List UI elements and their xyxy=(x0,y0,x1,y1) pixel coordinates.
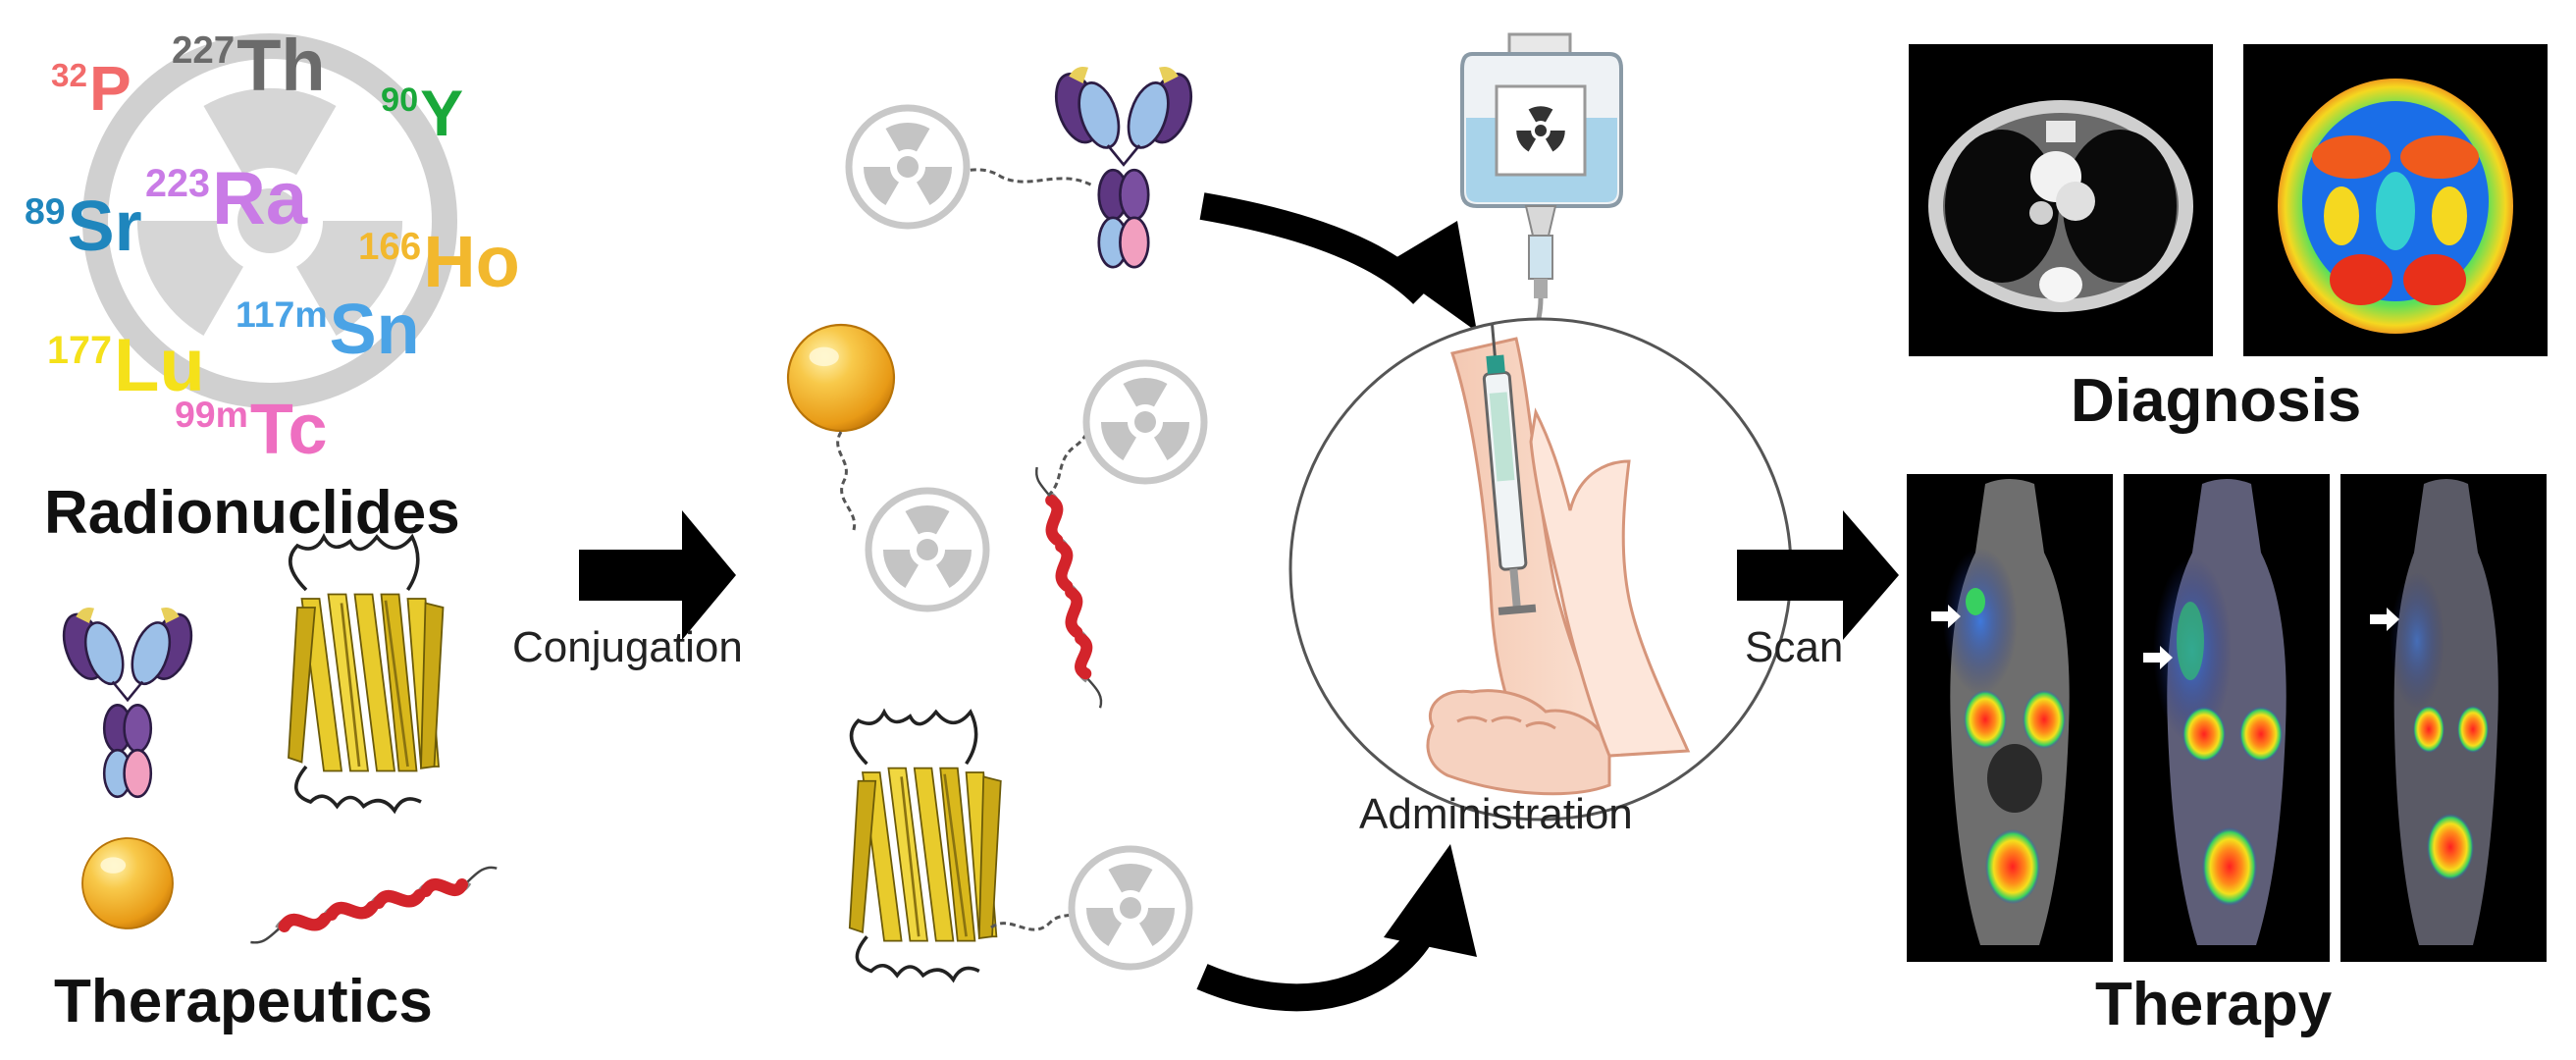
conjugate-helix-radiation-icon xyxy=(1086,363,1204,481)
therapeutics-title: Therapeutics xyxy=(54,968,433,1035)
ct-scan-image xyxy=(1909,44,2213,356)
conjugate-nanoparticle-radiation-icon xyxy=(868,491,986,609)
curved-arrow-bottom-icon xyxy=(1196,844,1477,1012)
therapy-title: Therapy xyxy=(2095,971,2333,1038)
conjugate-beta-barrel-radiation-icon xyxy=(1072,849,1189,967)
therapy-scan-image-1 xyxy=(1907,474,2113,962)
diagnosis-title: Diagnosis xyxy=(2071,367,2362,435)
pet-scan-image xyxy=(2243,44,2548,356)
scan-label: Scan xyxy=(1745,623,1844,671)
administration-label: Administration xyxy=(1359,790,1633,838)
isotope-label-y90: 90Y xyxy=(381,77,464,149)
isotope-label-sr89: 89Sr xyxy=(25,187,142,266)
iv-bag-icon xyxy=(1460,32,1623,354)
isotope-label-lu177: 177Lu xyxy=(47,324,205,407)
isotope-label-tc99m: 99mTc xyxy=(175,391,328,469)
conjugate-helix-icon xyxy=(1035,464,1103,711)
isotope-label-sn117m: 117mSn xyxy=(236,291,420,369)
conjugation-arrow-icon xyxy=(579,510,736,640)
isotope-label-ho166: 166Ho xyxy=(358,221,520,302)
therapeutic-nanoparticle-icon xyxy=(81,837,174,929)
therapeutic-beta-barrel-icon xyxy=(287,535,446,813)
conjugation-label: Conjugation xyxy=(512,623,743,671)
isotope-label-th227: 227Th xyxy=(172,25,326,106)
therapeutic-antibody-icon xyxy=(55,606,200,799)
radionuclides-title: Radionuclides xyxy=(44,479,460,547)
isotope-label-ra223: 223Ra xyxy=(145,157,308,240)
injection-illustration-icon xyxy=(1288,317,1793,822)
conjugate-beta-barrel-icon xyxy=(848,710,1003,981)
conjugate-nanoparticle-icon xyxy=(786,323,896,433)
isotope-label-p32: 32P xyxy=(51,53,131,124)
therapy-scan-image-2 xyxy=(2124,474,2330,962)
conjugate-antibody-icon xyxy=(1046,65,1201,269)
therapeutic-helix-icon xyxy=(247,866,500,944)
therapy-scan-image-3 xyxy=(2340,474,2547,962)
conjugate-antibody-radiation-icon xyxy=(849,108,967,226)
curved-arrow-top-icon xyxy=(1199,192,1477,332)
background-radiation-icon xyxy=(82,33,457,408)
scan-arrow-icon xyxy=(1737,510,1899,640)
